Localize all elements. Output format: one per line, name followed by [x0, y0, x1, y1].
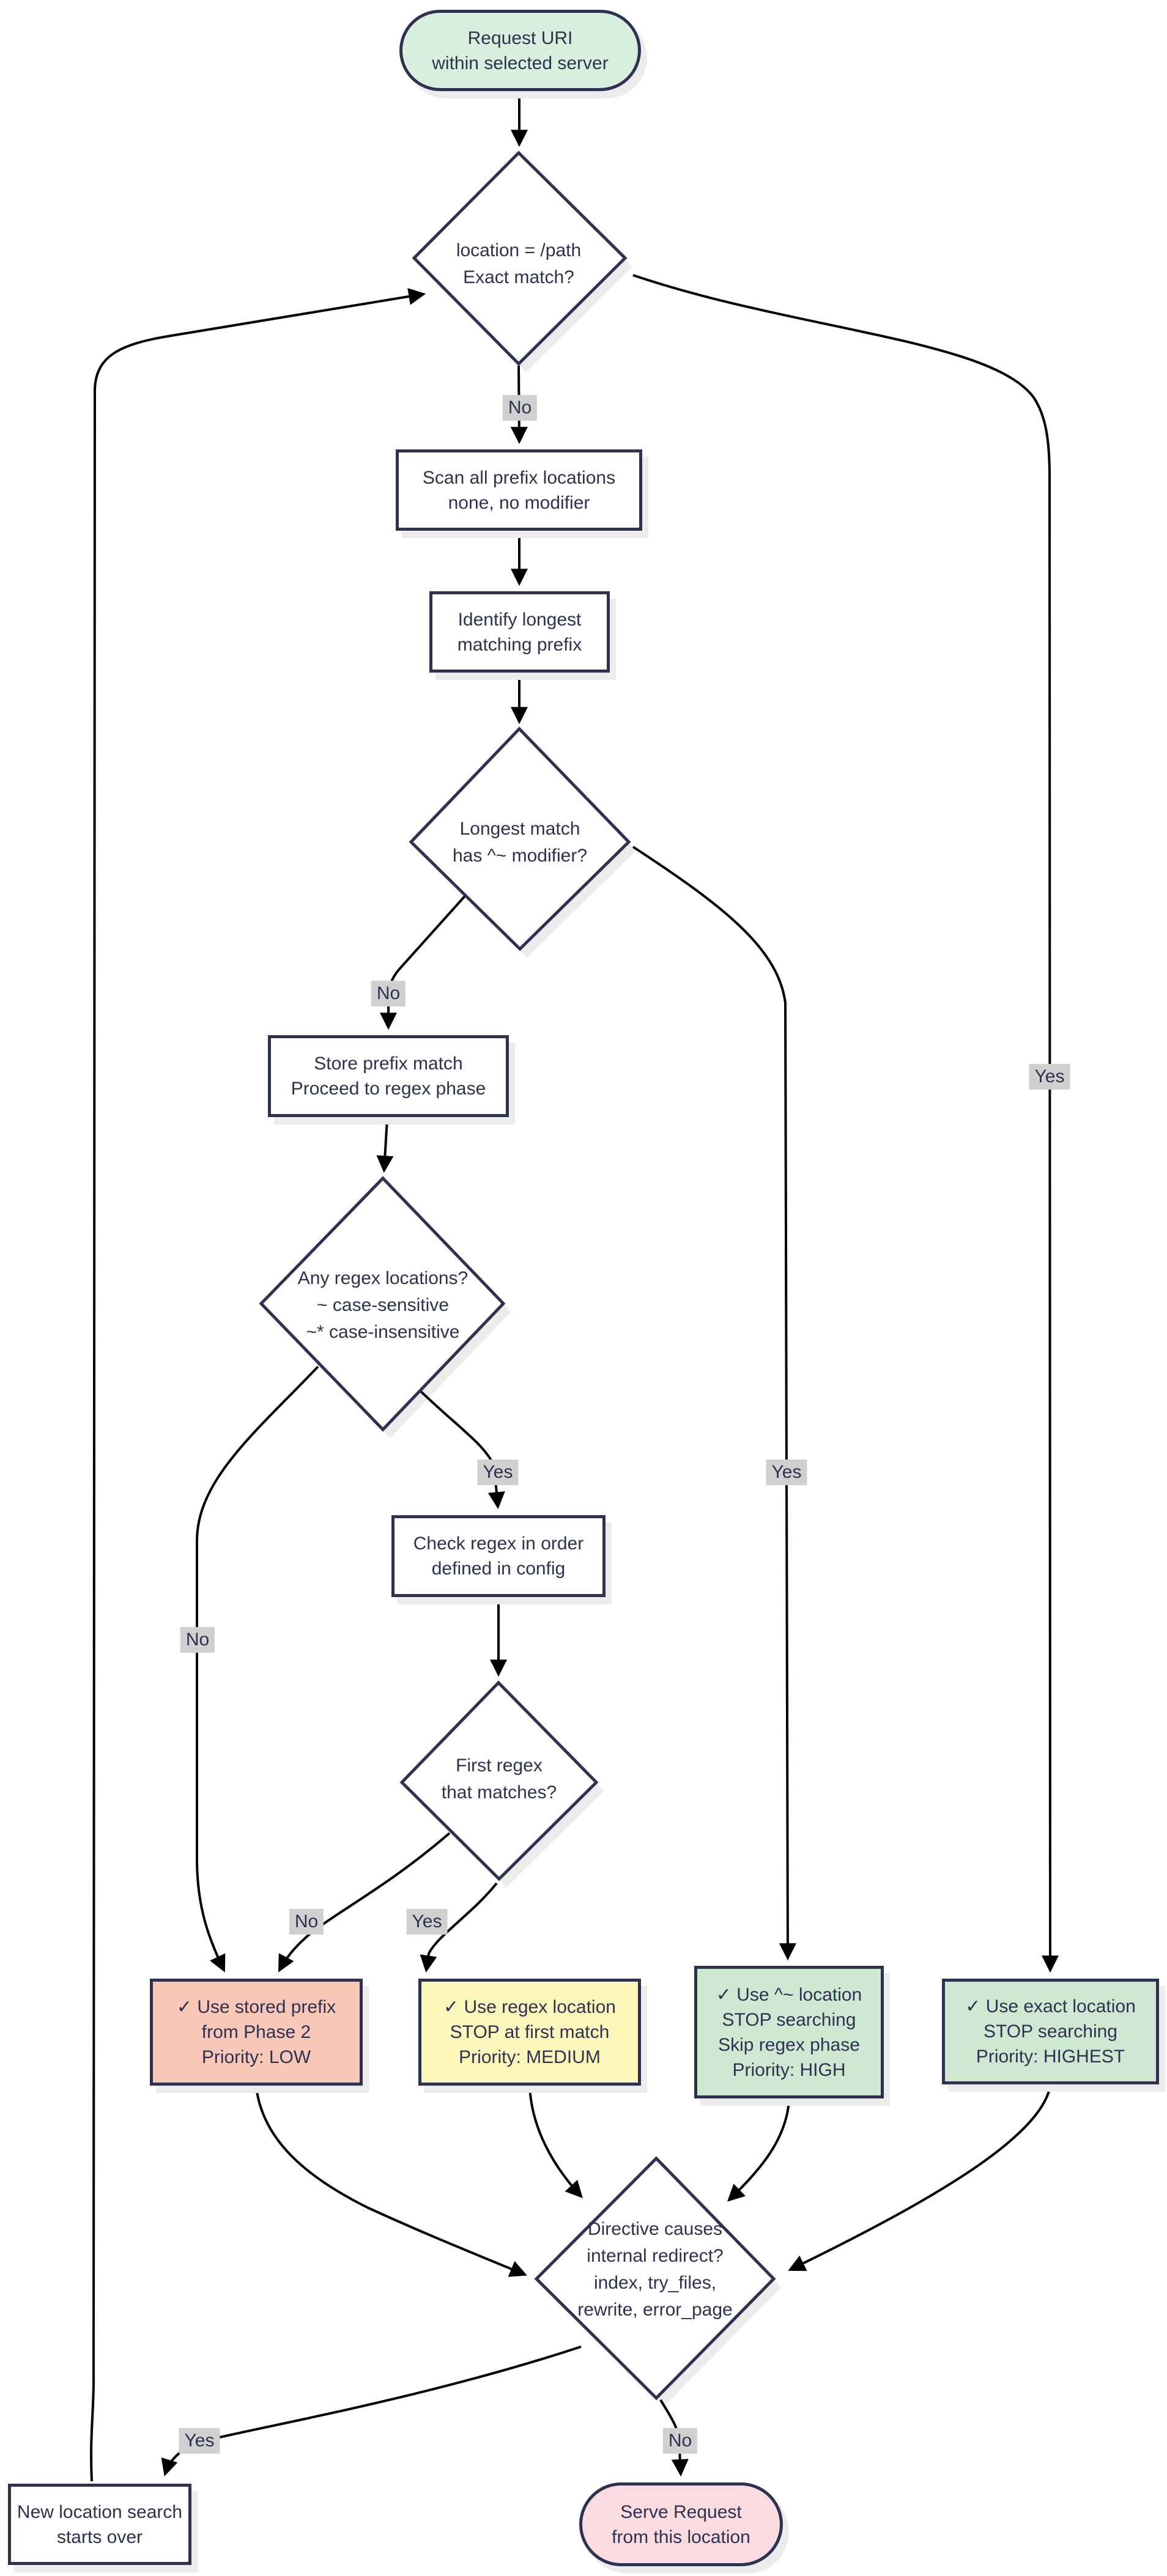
edge-label-redirect-no: No [662, 2428, 698, 2454]
label-exact-match: location = /path Exact match? [456, 240, 582, 287]
edge-store-anyregex [376, 1118, 394, 1173]
label-longest-match: Longest match has ^~ modifier? [452, 819, 588, 866]
edge-label-redirect-yes: Yes [179, 2428, 220, 2454]
edge-exact-yes-highest [632, 274, 1059, 1973]
edge-label-firstregex-no: No [289, 1909, 324, 1935]
diamond-internal-redirect [534, 2156, 776, 2401]
edge-label-exact-yes: Yes [1029, 1064, 1070, 1090]
edge-low-redirect [255, 2087, 527, 2277]
edge-label-anyregex-no: No [180, 1627, 215, 1653]
label-any-regex: Any regex locations? ~ case-sensitive ~*… [297, 1268, 469, 1342]
diamond-exact-match [412, 150, 628, 366]
diamonds [259, 150, 776, 2401]
label-first-regex: First regex that matches? [441, 1755, 557, 1803]
diamond-first-regex [399, 1680, 599, 1881]
edge-high-redirect [727, 2100, 790, 2202]
edge-longest-no-store [380, 891, 469, 1030]
node-new-location-search: New location search starts over [8, 2484, 191, 2565]
edge-label-anyregex-yes: Yes [477, 1460, 519, 1485]
node-check-regex: Check regex in order defined in config [391, 1515, 606, 1597]
diamond-longest-match [409, 726, 631, 951]
edge-redirect-yes-newsearch [161, 2345, 582, 2477]
label-internal-redirect: Directive causes internal redirect? inde… [577, 2219, 733, 2320]
edge-firstregex-yes-medium [420, 1882, 498, 1973]
edge-highest-redirect [788, 2086, 1051, 2272]
node-scan-prefix: Scan all prefix locations none, no modif… [396, 449, 642, 531]
node-use-stored-prefix: ✓ Use stored prefix from Phase 2 Priorit… [150, 1979, 363, 2086]
edge-medium-redirect [528, 2087, 583, 2199]
edge-label-firstregex-yes: Yes [406, 1909, 448, 1935]
node-use-regex-location: ✓ Use regex location STOP at first match… [418, 1979, 641, 2086]
edge-label-longest-yes: Yes [766, 1460, 807, 1485]
edge-longest-yes-high [632, 846, 796, 1961]
edge-label-exact-no: No [502, 395, 538, 421]
edge-label-longest-no: No [371, 981, 406, 1006]
edge-newsearch-loop-exact [90, 288, 426, 2482]
node-identify-longest: Identify longest matching prefix [429, 591, 610, 673]
node-serve-request: Serve Request from this location [579, 2482, 783, 2566]
node-use-exact-location: ✓ Use exact location STOP searching Prio… [942, 1979, 1159, 2084]
node-use-caret-tilde-location: ✓ Use ^~ location STOP searching Skip re… [694, 1966, 884, 2098]
edge-firstregex-no-low [278, 1832, 451, 1973]
node-store-prefix: Store prefix match Proceed to regex phas… [268, 1035, 509, 1117]
node-start: Request URI within selected server [399, 10, 641, 91]
diamond-any-regex [259, 1176, 506, 1432]
edge-anyregex-no-low [196, 1365, 319, 1973]
